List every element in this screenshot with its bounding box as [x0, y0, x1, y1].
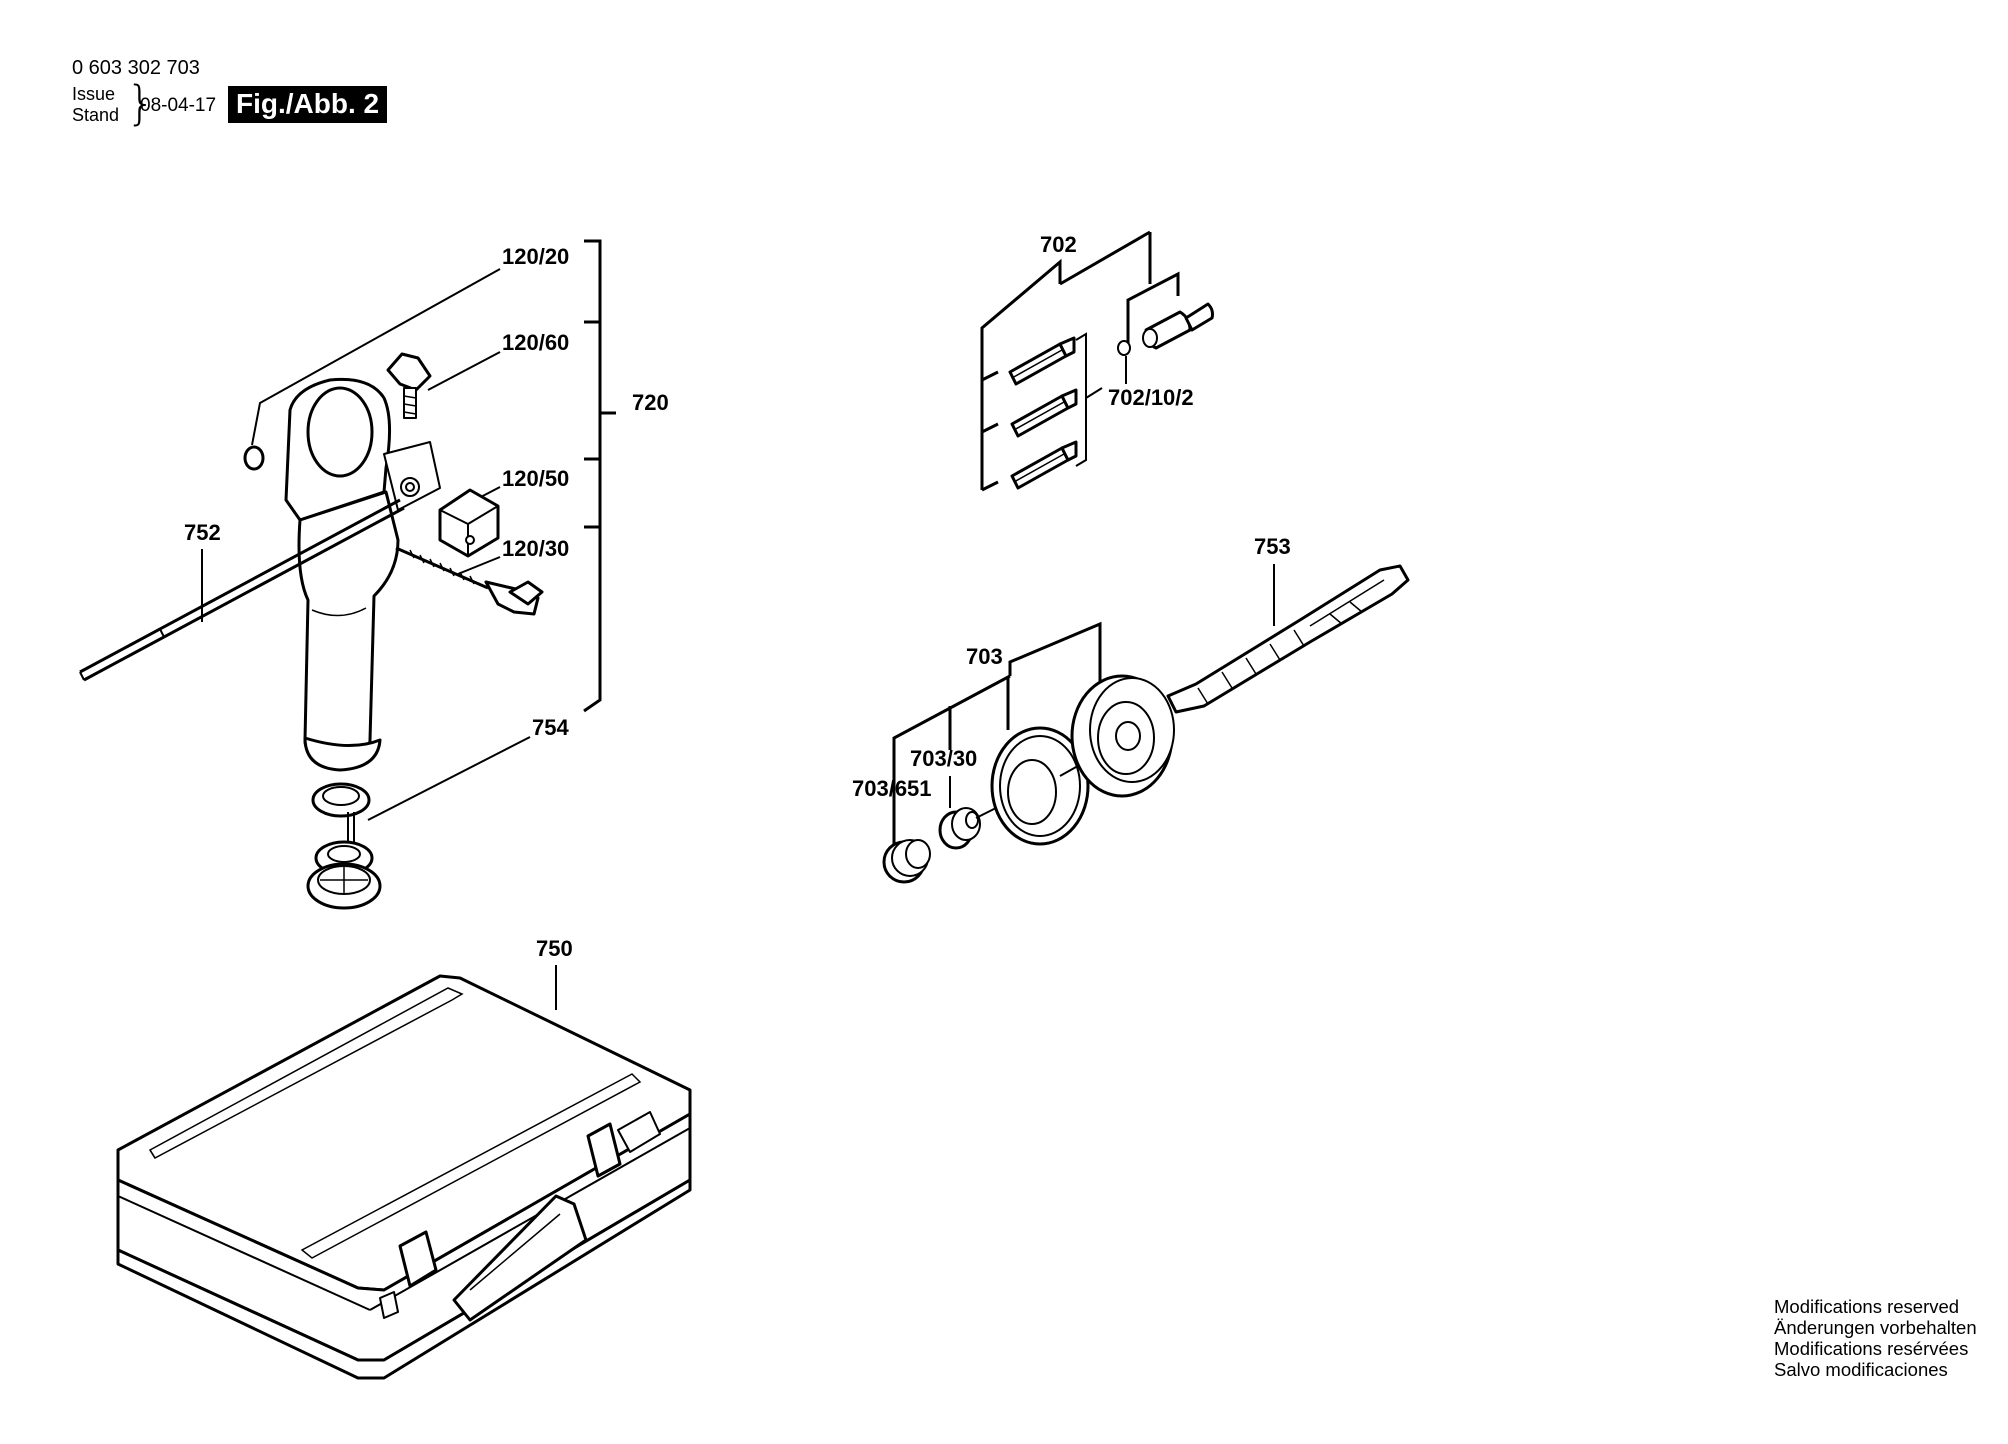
bracket-703 [1008, 621, 1102, 706]
callout-703: 703 [966, 644, 1003, 669]
auxiliary-handle-group: 120/20 120/60 720 120/50 752 120/30 754 [79, 239, 669, 910]
issue-date: 08-04-17 [140, 95, 217, 116]
modifications-line-de: Änderungen vorbehalten [1774, 1317, 1977, 1338]
callout-703-651: 703/651 [852, 776, 932, 801]
threaded-bolt-120-30 [395, 546, 544, 616]
callout-754: 754 [532, 715, 569, 740]
bit-set-702: 702 [980, 230, 1214, 492]
leader-120-60 [427, 351, 501, 391]
leader-120-20 [251, 268, 501, 446]
callout-703-30: 703/30 [910, 746, 977, 771]
callout-702-10-2: 702/10/2 [1108, 385, 1194, 410]
bracket-702 [980, 258, 1062, 490]
square-nut-120-50 [438, 488, 500, 558]
callout-720: 720 [632, 390, 669, 415]
callout-750: 750 [536, 936, 573, 961]
modifications-note: Modifications reserved Änderungen vorbeh… [1774, 1296, 1977, 1380]
case-latch-left [398, 1230, 438, 1288]
bit-3 [1010, 440, 1078, 490]
chuck-ring [990, 726, 1090, 846]
figure-label: Fig./Abb. 2 [228, 86, 388, 123]
chuck-washer-703-651 [882, 839, 931, 884]
callout-120-50: 120/50 [502, 466, 569, 491]
modifications-line-fr: Modifications resérvées [1774, 1338, 1969, 1359]
retaining-ring-702-10-2 [1117, 340, 1131, 356]
chuck-set-703: 703 703/30 703/651 [852, 621, 1175, 884]
modifications-line-en: Modifications reserved [1774, 1296, 1960, 1317]
callout-120-30: 120/30 [502, 536, 569, 561]
issue-stand-label: Issue Stand [72, 84, 119, 126]
bit-holder [1117, 302, 1214, 356]
bit-2 [1010, 388, 1078, 438]
carrying-case-750: 750 [116, 936, 692, 1380]
depth-rod-752 [79, 498, 405, 682]
stand-label: Stand [72, 105, 120, 125]
bit-1 [1008, 336, 1076, 386]
leader-754 [367, 736, 531, 821]
part-number: 0 603 302 703 [72, 57, 200, 79]
drill-bit-753: 753 [1166, 534, 1410, 714]
end-cap-754 [306, 782, 382, 910]
issue-label: Issue [72, 84, 116, 104]
callout-753: 753 [1254, 534, 1291, 559]
wing-screw-120-60 [386, 352, 432, 419]
modifications-line-es: Salvo modificaciones [1774, 1359, 1948, 1380]
bracket-720 [583, 239, 602, 713]
chuck-collar [1070, 674, 1175, 798]
case-latch-right [586, 1122, 622, 1178]
case-handle [452, 1194, 588, 1322]
clamp-ring [284, 377, 441, 522]
callout-702: 702 [1040, 232, 1077, 257]
handle-body [297, 490, 400, 772]
chuck-sleeve-703-30 [938, 807, 981, 850]
callout-752: 752 [184, 520, 221, 545]
leader-120-30 [457, 556, 501, 575]
nut-120-20 [243, 445, 265, 471]
brace-glyph: } [126, 76, 156, 130]
callout-120-60: 120/60 [502, 330, 569, 355]
callout-120-20: 120/20 [502, 244, 569, 269]
